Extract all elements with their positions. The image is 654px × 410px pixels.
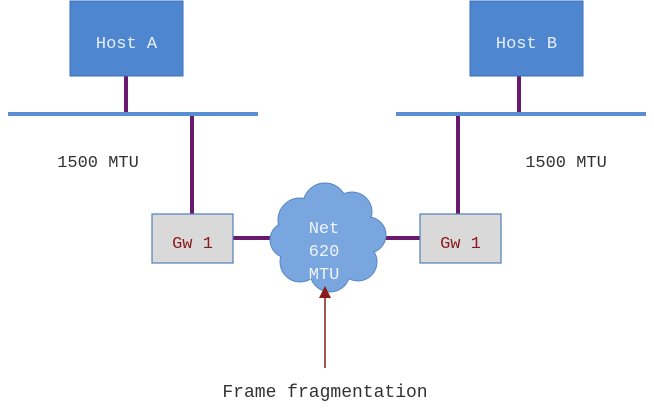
host-a: Host A xyxy=(69,0,184,77)
right-network-mtu-label: 1500 MTU xyxy=(525,154,607,173)
host-b: Host B xyxy=(469,0,584,77)
cloud-label-line2: 620 xyxy=(309,243,340,262)
links xyxy=(124,76,521,240)
host-b-label: Host B xyxy=(496,35,557,54)
fragmentation-arrow xyxy=(319,286,331,368)
cloud-label-line3: MTU xyxy=(309,266,340,285)
gateway-left-label: Gw 1 xyxy=(172,235,213,254)
host-a-label: Host A xyxy=(96,35,158,54)
gateway-right-label: Gw 1 xyxy=(440,235,481,254)
left-network-mtu-label: 1500 MTU xyxy=(57,154,139,173)
gateway-left: Gw 1 xyxy=(151,213,234,264)
cloud-label-line1: Net xyxy=(309,220,340,239)
fragmentation-annotation: Frame fragmentation xyxy=(222,383,427,403)
gateway-right: Gw 1 xyxy=(419,213,502,264)
network-cloud: Net 620 MTU xyxy=(269,182,387,293)
